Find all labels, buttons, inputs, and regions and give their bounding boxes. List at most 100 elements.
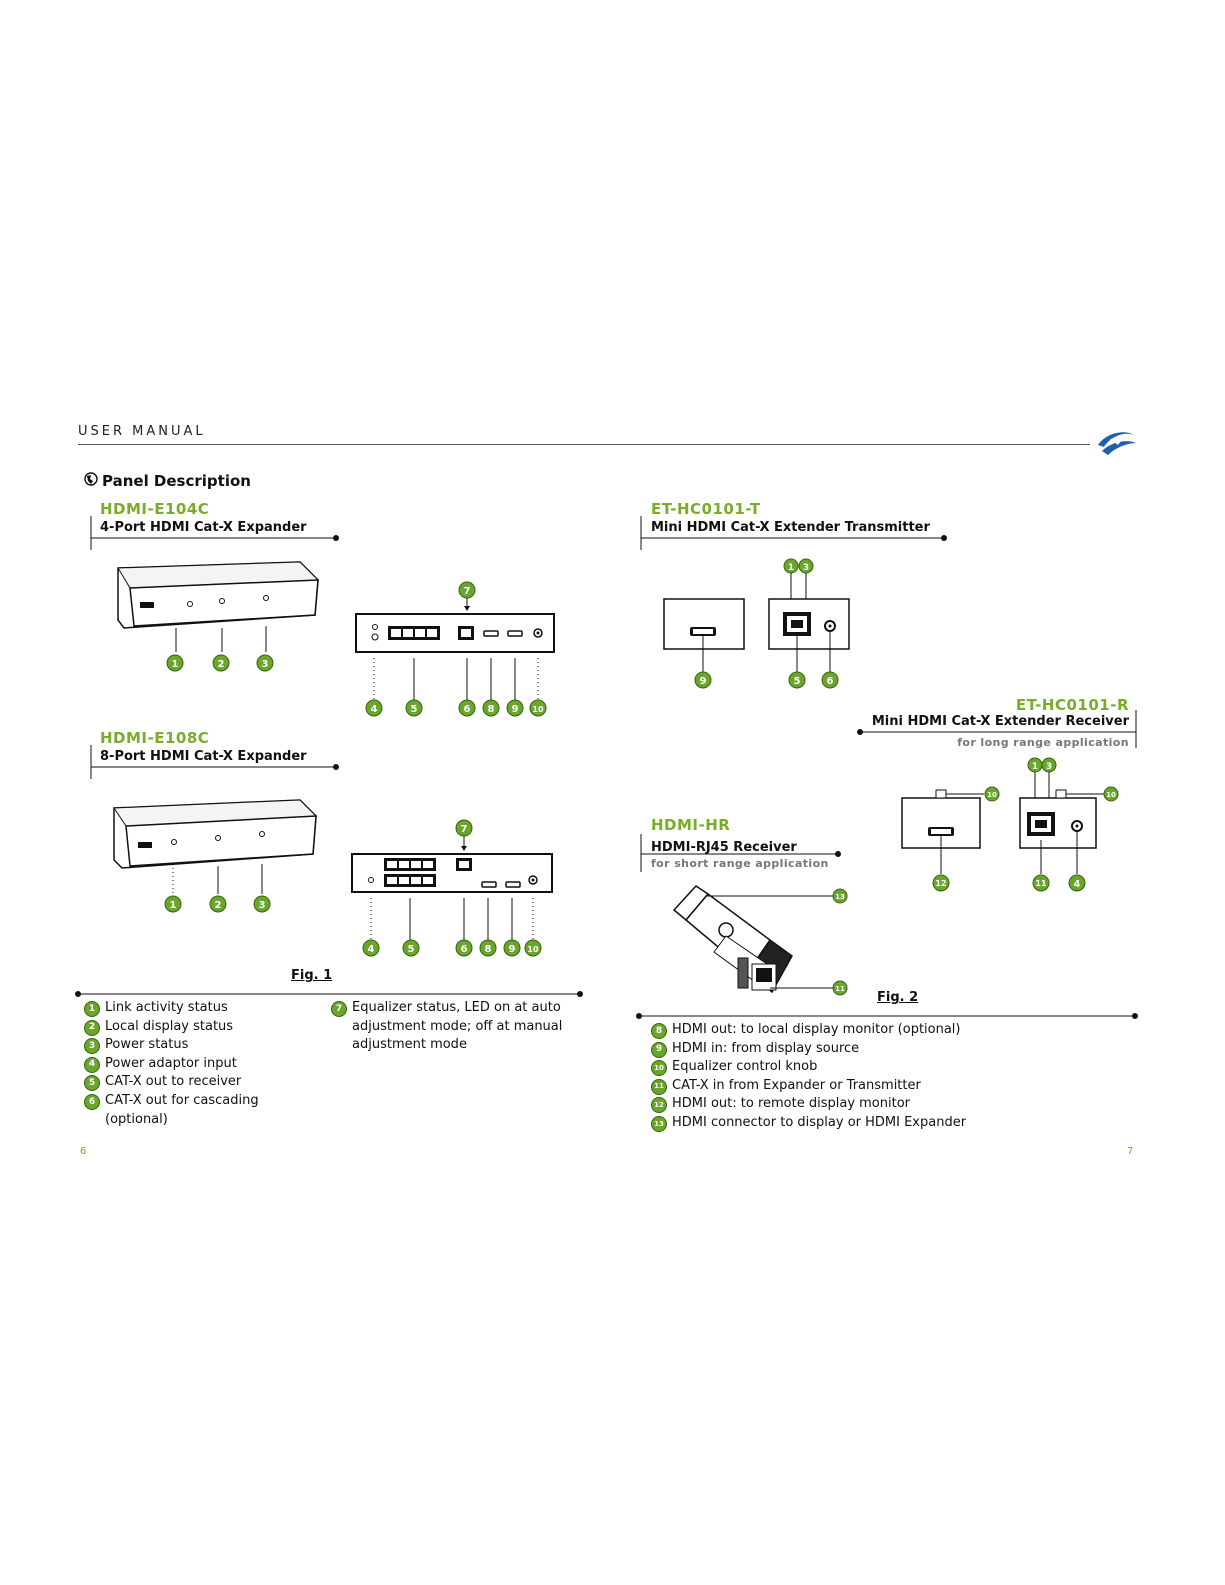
callout-5: 5 (405, 699, 423, 717)
legend-text: Link activity status (105, 1000, 228, 1015)
hr-model: HDMI-HR (651, 816, 731, 834)
callout-3: 3 (253, 895, 271, 913)
svg-text:10: 10 (987, 791, 997, 799)
fig2-rule (636, 1013, 1138, 1019)
svg-text:3: 3 (262, 659, 269, 670)
legend-badge: 4 (84, 1056, 100, 1073)
legend-mid: 7 Equalizer status, LED on at auto adjust… (331, 999, 579, 1055)
callout-10: 10 (524, 939, 542, 957)
e108c-rear-callouts: 4 5 6 8 9 10 (362, 939, 542, 957)
svg-text:6: 6 (464, 704, 471, 715)
svg-text:5: 5 (408, 944, 415, 955)
legend-text: HDMI out: to remote display monitor (672, 1096, 911, 1112)
legend-badge: 6 (84, 1093, 100, 1110)
callout-7: 7 (455, 819, 473, 837)
legend-badge: 3 (84, 1038, 100, 1055)
svg-text:11: 11 (1035, 879, 1047, 888)
hr-name: HDMI-RJ45 Receiver (651, 840, 797, 855)
legend-badge: 13 (651, 1115, 667, 1132)
svg-text:10: 10 (1106, 791, 1116, 799)
callout-1: 1 (783, 558, 799, 574)
callout-1: 1 (164, 895, 182, 913)
e104c-name: 4-Port HDMI Cat-X Expander (100, 520, 307, 535)
page-number-right: 7 (1127, 1146, 1134, 1157)
e104c-model: HDMI-E104C (100, 500, 210, 518)
legend-item: 13 HDMI connector to display or HDMI Expa… (651, 1114, 1071, 1133)
svg-text:1: 1 (170, 900, 177, 911)
svg-text:6: 6 (827, 676, 834, 687)
globe-icon (84, 472, 98, 490)
callout-1: 1 (1027, 757, 1043, 773)
header-rule (78, 444, 1090, 445)
legend-text: CAT-X out to receiver (105, 1074, 242, 1090)
legend-text: Power adaptor input (105, 1055, 237, 1071)
svg-text:9: 9 (509, 944, 516, 955)
svg-text:12: 12 (935, 879, 946, 888)
svg-text:10: 10 (527, 945, 539, 954)
legend-text: HDMI out: to local display monitor (opti… (672, 1022, 961, 1037)
callout-7: 7 (458, 581, 476, 599)
legend-item: 8 HDMI out: to local display monitor (opt… (651, 1021, 1071, 1040)
fig1-rule (75, 991, 583, 997)
callout-12: 12 (932, 874, 950, 892)
svg-text:3: 3 (259, 900, 266, 911)
hr-note: for short range application (651, 857, 829, 870)
callout-5: 5 (402, 939, 420, 957)
e104c-rear-illustration: 7 (355, 581, 555, 700)
legend-item: 6 CAT-X out for cascading (optional) (84, 1092, 284, 1129)
svg-text:6: 6 (461, 944, 468, 955)
callout-2: 2 (209, 895, 227, 913)
fig1-label: Fig. 1 (291, 968, 333, 983)
callout-6: 6 (821, 671, 839, 689)
legend-text: CAT-X out for cascading (optional) (105, 1092, 259, 1127)
callout-9: 9 (506, 699, 524, 717)
callout-8: 8 (479, 939, 497, 957)
hr-heading-line (640, 834, 841, 872)
svg-text:2: 2 (218, 659, 225, 670)
tx-illustration: 1 3 (663, 558, 850, 672)
svg-text:5: 5 (411, 704, 418, 715)
svg-text:3: 3 (803, 563, 809, 573)
header-title: USER MANUAL (78, 424, 206, 439)
e104c-front-callouts: 1 2 3 (166, 654, 274, 672)
callout-3: 3 (256, 654, 274, 672)
tx-name: Mini HDMI Cat-X Extender Transmitter (651, 520, 930, 535)
e108c-front-callouts: 1 2 3 (164, 895, 271, 913)
fig2-label: Fig. 2 (877, 990, 919, 1005)
svg-text:13: 13 (835, 893, 845, 901)
tx-callouts: 9 5 6 (694, 671, 839, 689)
legend-badge: 10 (651, 1060, 667, 1077)
callout-4: 4 (365, 699, 383, 717)
legend-text: HDMI connector to display or HDMI Expand… (672, 1114, 967, 1130)
svg-text:4: 4 (1074, 879, 1081, 890)
callout-6: 6 (455, 939, 473, 957)
e104c-rear-callouts: 4 5 6 8 9 10 (365, 699, 547, 717)
svg-text:3: 3 (1046, 762, 1052, 772)
callout-6: 6 (458, 699, 476, 717)
callout-10: 10 (1103, 786, 1119, 802)
callout-9: 9 (694, 671, 712, 689)
svg-text:7: 7 (461, 824, 468, 835)
page-number-left: 6 (80, 1146, 87, 1157)
legend-badge: 8 (651, 1023, 667, 1039)
rx-heading-line (857, 710, 1137, 748)
callout-10: 10 (984, 786, 1000, 802)
svg-text:4: 4 (371, 704, 378, 715)
legend-badge: 7 (331, 1001, 347, 1017)
legend-item: 4 Power adaptor input (84, 1055, 314, 1074)
callout-3: 3 (1041, 757, 1057, 773)
rx-note: for long range application (957, 736, 1129, 749)
e108c-heading-line (90, 745, 339, 779)
callout-1: 1 (166, 654, 184, 672)
callout-13: 13 (832, 888, 848, 904)
callout-3: 3 (798, 558, 814, 574)
legend-text: HDMI in: from display source (672, 1040, 860, 1056)
callout-11: 11 (1032, 874, 1050, 892)
svg-text:7: 7 (464, 586, 471, 597)
legend-text: Equalizer status, LED on at auto adjustm… (352, 1000, 563, 1053)
